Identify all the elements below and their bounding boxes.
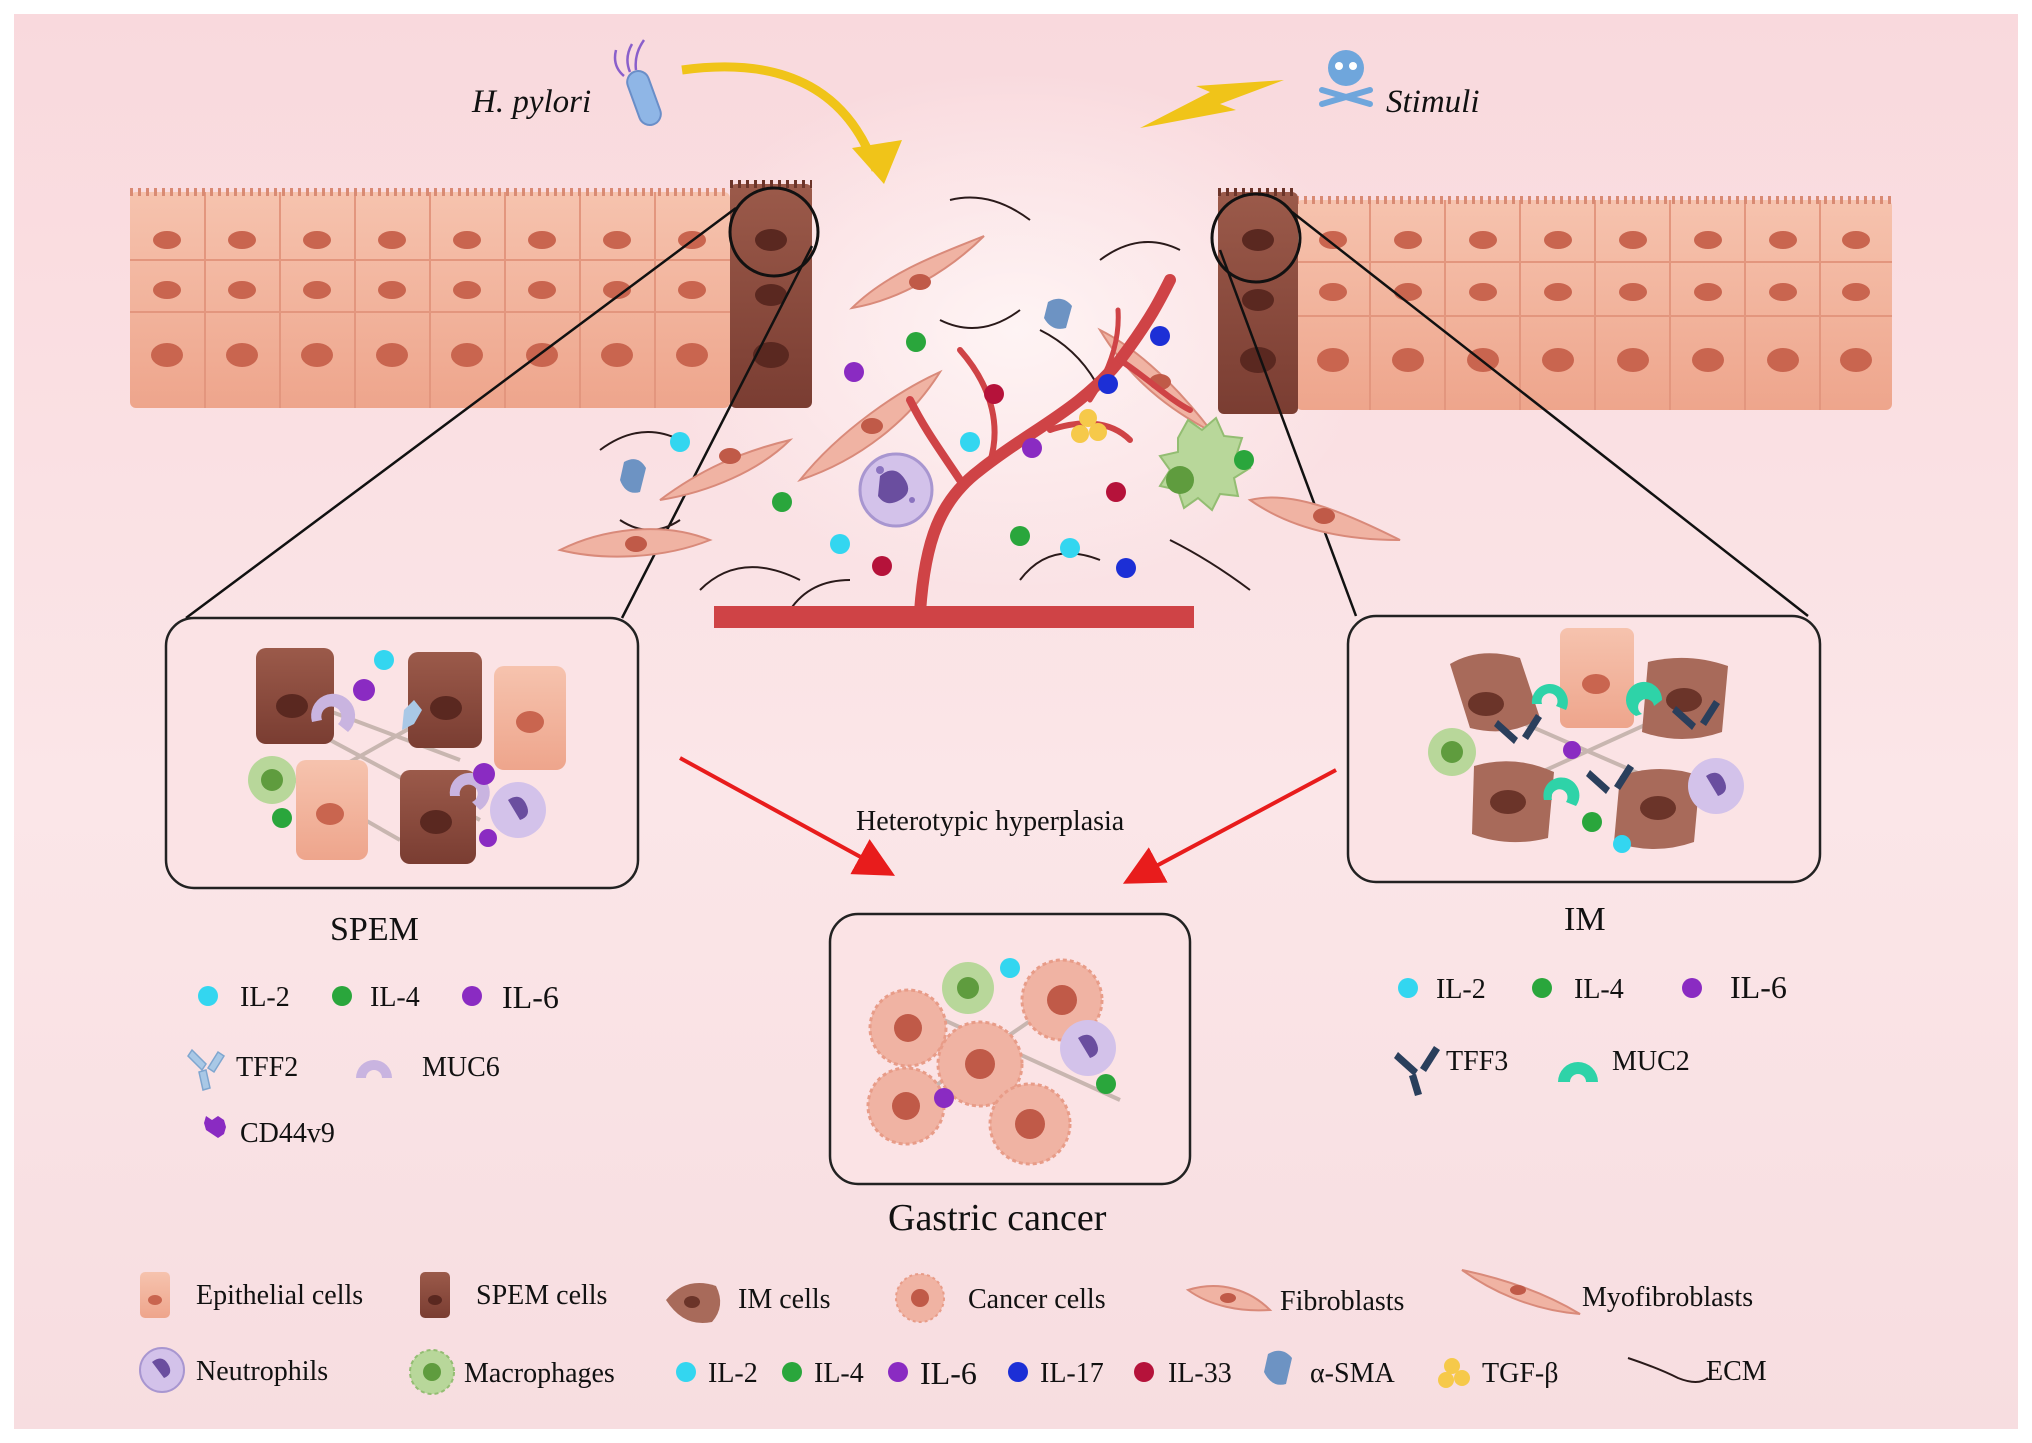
im-legend: IL-2 IL-4 IL-6 TFF3 MUC2 [1394, 969, 1787, 1096]
central-macrophage [1158, 416, 1252, 512]
gastric-cancer-contents [866, 958, 1121, 1166]
spem-legend-muc6: MUC6 [422, 1052, 500, 1083]
epithelium-left [130, 180, 820, 408]
spem-cells-icon [420, 1272, 450, 1318]
gastric-cancer-label: Gastric cancer [888, 1197, 1107, 1239]
legend-il2-dot [676, 1362, 696, 1382]
legend-epithelial: Epithelial cells [196, 1280, 363, 1311]
vessel-base [714, 606, 1194, 628]
legend-myofibroblasts: Myofibroblasts [1582, 1282, 1753, 1313]
tff3-icon [1394, 1046, 1440, 1096]
tff2-icon [187, 1048, 226, 1091]
legend-il33: IL-33 [1168, 1358, 1232, 1389]
legend-tgfb: TGF-β [1482, 1358, 1558, 1389]
hpylori-arrowhead [852, 140, 902, 184]
fibroblasts-icon [1185, 1285, 1273, 1312]
legend-il33-dot [1134, 1362, 1154, 1382]
im-legend-tff3: TFF3 [1446, 1046, 1508, 1077]
central-cytokines [670, 326, 1254, 578]
tgfb-icon [1438, 1358, 1470, 1388]
macrophages-icon [409, 1349, 455, 1395]
legend-neutrophils: Neutrophils [196, 1356, 328, 1387]
im-inset-contents [1428, 628, 1744, 853]
spem-legend-il6-dot [462, 986, 482, 1006]
zoom-lines [185, 206, 1809, 620]
spem-to-cancer-arrow [679, 756, 896, 876]
spem-legend-il2: IL-2 [240, 982, 290, 1013]
im-title: IM [1564, 901, 1606, 938]
spem-legend-il2-dot [198, 986, 218, 1006]
im-to-cancer-arrow [1122, 768, 1337, 884]
spem-legend: IL-2 IL-4 IL-6 TFF2 MUC6 CD44v9 [187, 979, 559, 1149]
muc6-icon [356, 1060, 392, 1078]
spem-inset-contents [248, 648, 566, 864]
legend-macrophages: Macrophages [464, 1358, 615, 1389]
im-legend-il2-dot [1398, 978, 1418, 998]
im-legend-il4-dot [1532, 978, 1552, 998]
epithelial-cells-icon [140, 1272, 170, 1318]
legend-fibroblasts: Fibroblasts [1280, 1286, 1404, 1317]
muc2-icon [1558, 1062, 1598, 1082]
legend-il4: IL-4 [814, 1358, 864, 1389]
hpylori-bacterium-icon [613, 39, 662, 126]
legend-il4-dot [782, 1362, 802, 1382]
spem-legend-il4: IL-4 [370, 982, 420, 1013]
central-neutrophil [858, 452, 934, 528]
legend-spem-cells: SPEM cells [476, 1280, 607, 1311]
cd44v9-icon [204, 1116, 226, 1138]
im-legend-il6-dot [1682, 978, 1702, 998]
myofibroblasts-icon [1461, 1269, 1581, 1315]
stimuli-lightning-icon [1140, 80, 1284, 128]
neutrophils-icon [139, 1347, 185, 1393]
legend-il17: IL-17 [1040, 1358, 1104, 1389]
legend-im-cells: IM cells [738, 1284, 831, 1315]
stimuli-skull-icon [1319, 50, 1373, 107]
im-legend-il6: IL-6 [1730, 969, 1787, 1005]
asma-icon [1264, 1350, 1292, 1385]
legend-cancer-cells: Cancer cells [968, 1284, 1106, 1315]
legend-ecm: ECM [1706, 1356, 1767, 1387]
cancer-cells-icon [895, 1273, 945, 1323]
central-asma-icons [620, 298, 1072, 493]
hpylori-arrow [681, 62, 881, 172]
legend-il2: IL-2 [708, 1358, 758, 1389]
legend-il6: IL-6 [920, 1355, 977, 1391]
blood-vessel [906, 274, 1193, 618]
im-cells-icon [666, 1283, 721, 1324]
im-legend-muc2: MUC2 [1612, 1046, 1690, 1077]
hyperplasia-label: Heterotypic hyperplasia [856, 806, 1125, 837]
legend-asma: α-SMA [1310, 1358, 1395, 1389]
im-legend-il2: IL-2 [1436, 974, 1486, 1005]
stimuli-label: Stimuli [1386, 84, 1480, 120]
spem-legend-tff2: TFF2 [236, 1052, 298, 1083]
spem-legend-il4-dot [332, 986, 352, 1006]
hpylori-label: H. pylori [471, 84, 591, 120]
bottom-legend: Epithelial cells SPEM cells IM cells Can… [139, 1269, 1767, 1395]
spem-title: SPEM [330, 911, 419, 948]
legend-il17-dot [1008, 1362, 1028, 1382]
spem-legend-il6: IL-6 [502, 979, 559, 1015]
spem-legend-cd44v9: CD44v9 [240, 1118, 335, 1149]
epithelium-right [1210, 188, 1892, 414]
ecm-icon [1627, 1357, 1709, 1383]
central-tgfb-icon [1071, 409, 1107, 443]
ecm-fibers [599, 196, 1251, 611]
legend-il6-dot [888, 1362, 908, 1382]
im-legend-il4: IL-4 [1574, 974, 1624, 1005]
